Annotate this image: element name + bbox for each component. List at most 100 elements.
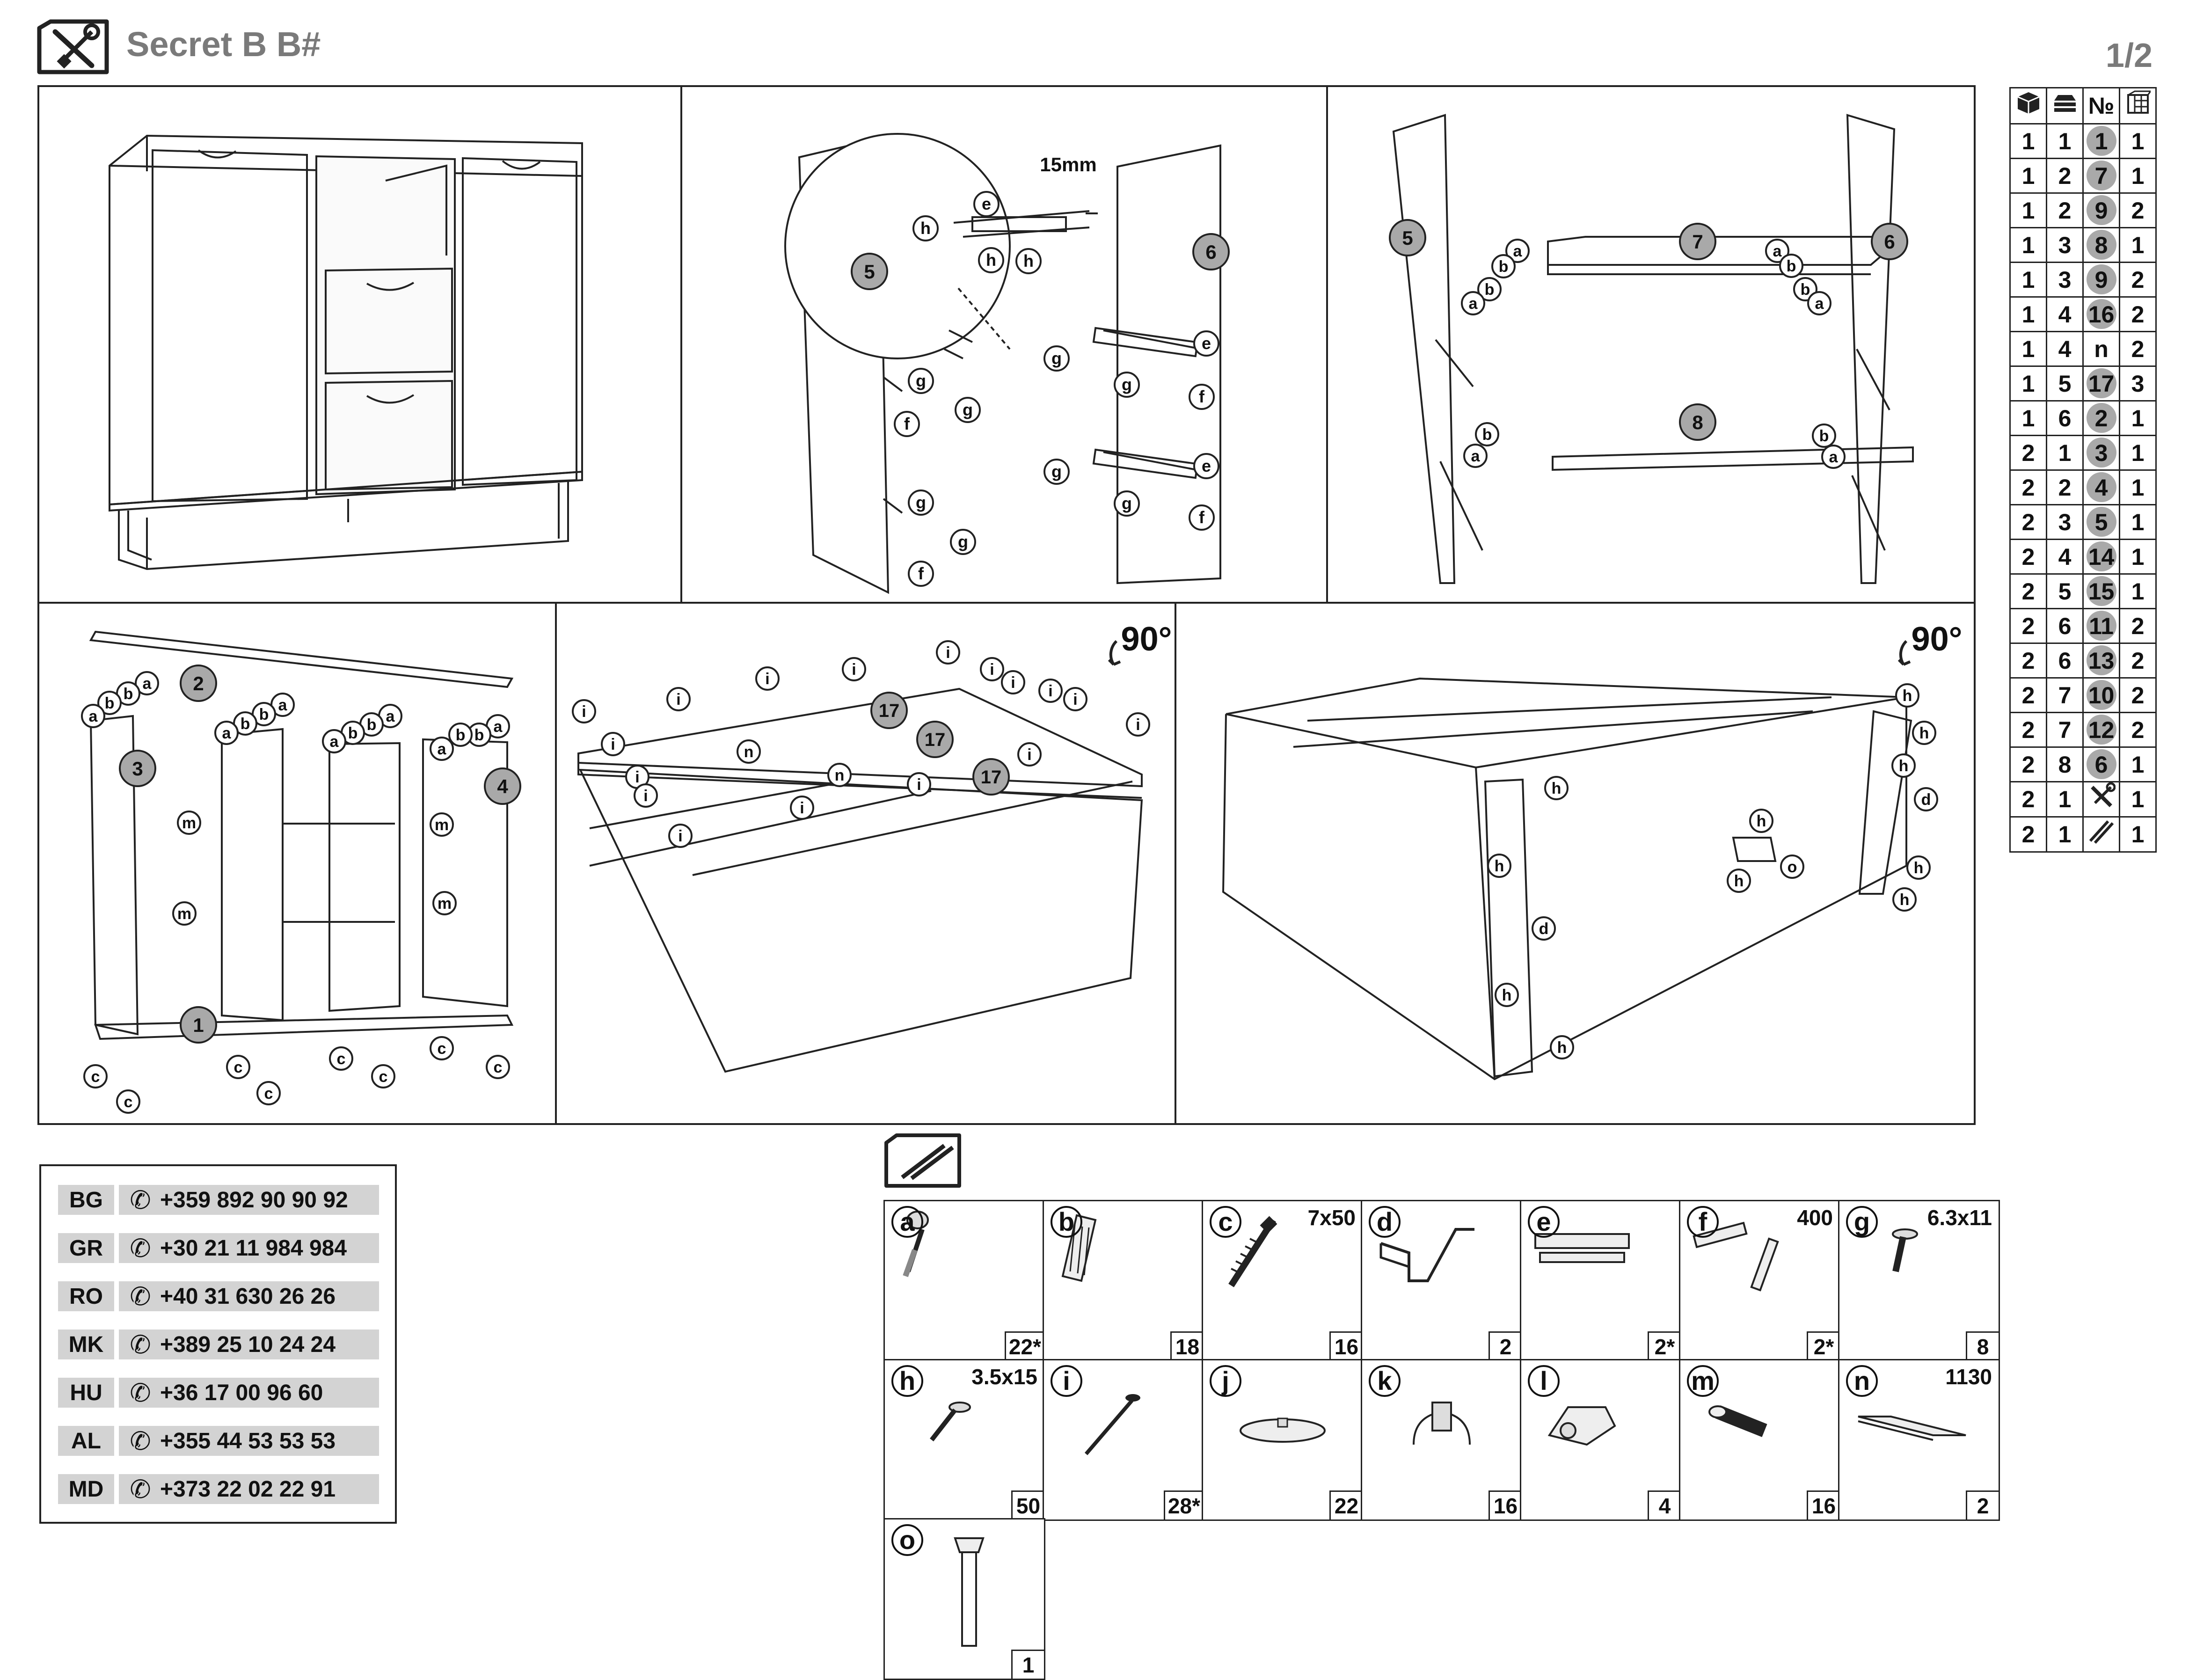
package-count: 1 [2009, 158, 2047, 194]
part-quantity: 1 [2119, 746, 2157, 782]
svg-text:1: 1 [193, 1014, 204, 1036]
layer-count: 6 [2046, 608, 2084, 644]
assembled-cabinet-drawing [109, 134, 583, 570]
country-code: BG [58, 1185, 114, 1215]
panel-grid-icon [2119, 87, 2157, 124]
package-count: 1 [2009, 365, 2047, 402]
svg-text:n: n [835, 767, 845, 784]
rotate-90-label: 90° [1121, 621, 1172, 658]
svg-text:m: m [435, 816, 449, 834]
package-count: 1 [2009, 400, 2047, 436]
confirmat-screw-icon [1228, 1216, 1277, 1287]
layer-count: 1 [2046, 816, 2084, 853]
layer-count: 6 [2046, 643, 2084, 679]
svg-text:7: 7 [1692, 231, 1703, 253]
part-number: 16 [2082, 296, 2120, 332]
svg-text:a: a [386, 708, 395, 725]
svg-text:a: a [494, 718, 503, 736]
svg-text:6: 6 [1884, 231, 1895, 253]
phone-field[interactable]: ✆+389 25 10 24 24 [119, 1329, 379, 1359]
phone-icon: ✆ [130, 1379, 151, 1407]
svg-text:a: a [1815, 295, 1824, 313]
nail-icon [1084, 1394, 1140, 1455]
dimension-15mm: 15mm [1040, 153, 1096, 175]
country-code: HU [58, 1378, 114, 1408]
hardware-letter: l [1528, 1365, 1560, 1397]
svg-text:g: g [1122, 375, 1132, 394]
layer-count: 7 [2046, 677, 2084, 713]
hardware-quantity: 16 [1489, 1490, 1521, 1519]
part-quantity: 3 [2119, 365, 2157, 402]
svg-text:e: e [1202, 456, 1211, 475]
part-quantity: 1 [2119, 435, 2157, 471]
hardware-quantity: 2* [1648, 1331, 1680, 1360]
svg-text:g: g [916, 371, 926, 390]
rotate-90-label: 90° [1912, 621, 1963, 658]
phone-field[interactable]: ✆ +355 44 53 53 53 [119, 1426, 379, 1456]
country-code: MK [58, 1329, 114, 1359]
svg-text:i: i [1136, 716, 1140, 734]
phone-field[interactable]: ✆+40 31 630 26 26 [119, 1281, 379, 1311]
stack-icon [2046, 87, 2084, 124]
part-quantity: 2 [2119, 296, 2157, 332]
svg-text:h: h [920, 219, 931, 238]
part-number: 12 [2082, 712, 2120, 748]
svg-text:b: b [348, 724, 358, 742]
package-count: 1 [2009, 123, 2047, 159]
package-count: 1 [2009, 331, 2047, 367]
contact-row: GR✆+30 21 11 984 984 [58, 1233, 379, 1263]
svg-text:i: i [1027, 746, 1031, 764]
svg-text:i: i [765, 670, 769, 688]
svg-text:17: 17 [879, 701, 900, 721]
phone-field[interactable]: ✆+30 21 11 984 984 [119, 1233, 379, 1263]
svg-text:m: m [182, 814, 196, 832]
part-quantity: 2 [2119, 643, 2157, 679]
phone-number: +355 44 53 53 53 [160, 1428, 336, 1454]
svg-text:4: 4 [497, 775, 508, 797]
country-code: RO [58, 1281, 114, 1311]
hardware-quantity: 28* [1163, 1490, 1203, 1519]
package-count: 2 [2009, 504, 2047, 540]
svg-text:b: b [1485, 281, 1495, 299]
phone-icon: ✆ [130, 1427, 151, 1455]
svg-text:c: c [379, 1068, 388, 1086]
phone-field[interactable]: ✆+373 22 02 22 91 [119, 1474, 379, 1504]
svg-text:h: h [1552, 780, 1561, 797]
hardware-quantity: 18 [1170, 1331, 1203, 1360]
wood-screw-icon [930, 1402, 971, 1442]
svg-text:m: m [438, 895, 452, 913]
part-quantity: 1 [2119, 816, 2157, 853]
svg-text:8: 8 [1692, 411, 1703, 433]
package-count: 2 [2009, 781, 2047, 818]
phone-field[interactable]: ✆+36 17 00 96 60 [119, 1378, 379, 1408]
hardware-letter: j [1210, 1365, 1241, 1397]
part-number: 5 [2082, 504, 2120, 540]
phone-field[interactable]: ✆+359 892 90 90 92 [119, 1185, 379, 1215]
svg-text:h: h [1557, 1039, 1567, 1057]
shelf-pin-icon [1708, 1405, 1767, 1437]
svg-text:i: i [611, 736, 615, 753]
layer-count: 1 [2046, 435, 2084, 471]
svg-text:h: h [1023, 251, 1034, 270]
svg-text:c: c [124, 1093, 133, 1111]
layer-count: 1 [2046, 781, 2084, 818]
svg-text:e: e [982, 194, 991, 213]
svg-text:h: h [1502, 986, 1512, 1004]
phone-icon: ✆ [130, 1475, 151, 1504]
svg-text:m: m [177, 905, 191, 923]
